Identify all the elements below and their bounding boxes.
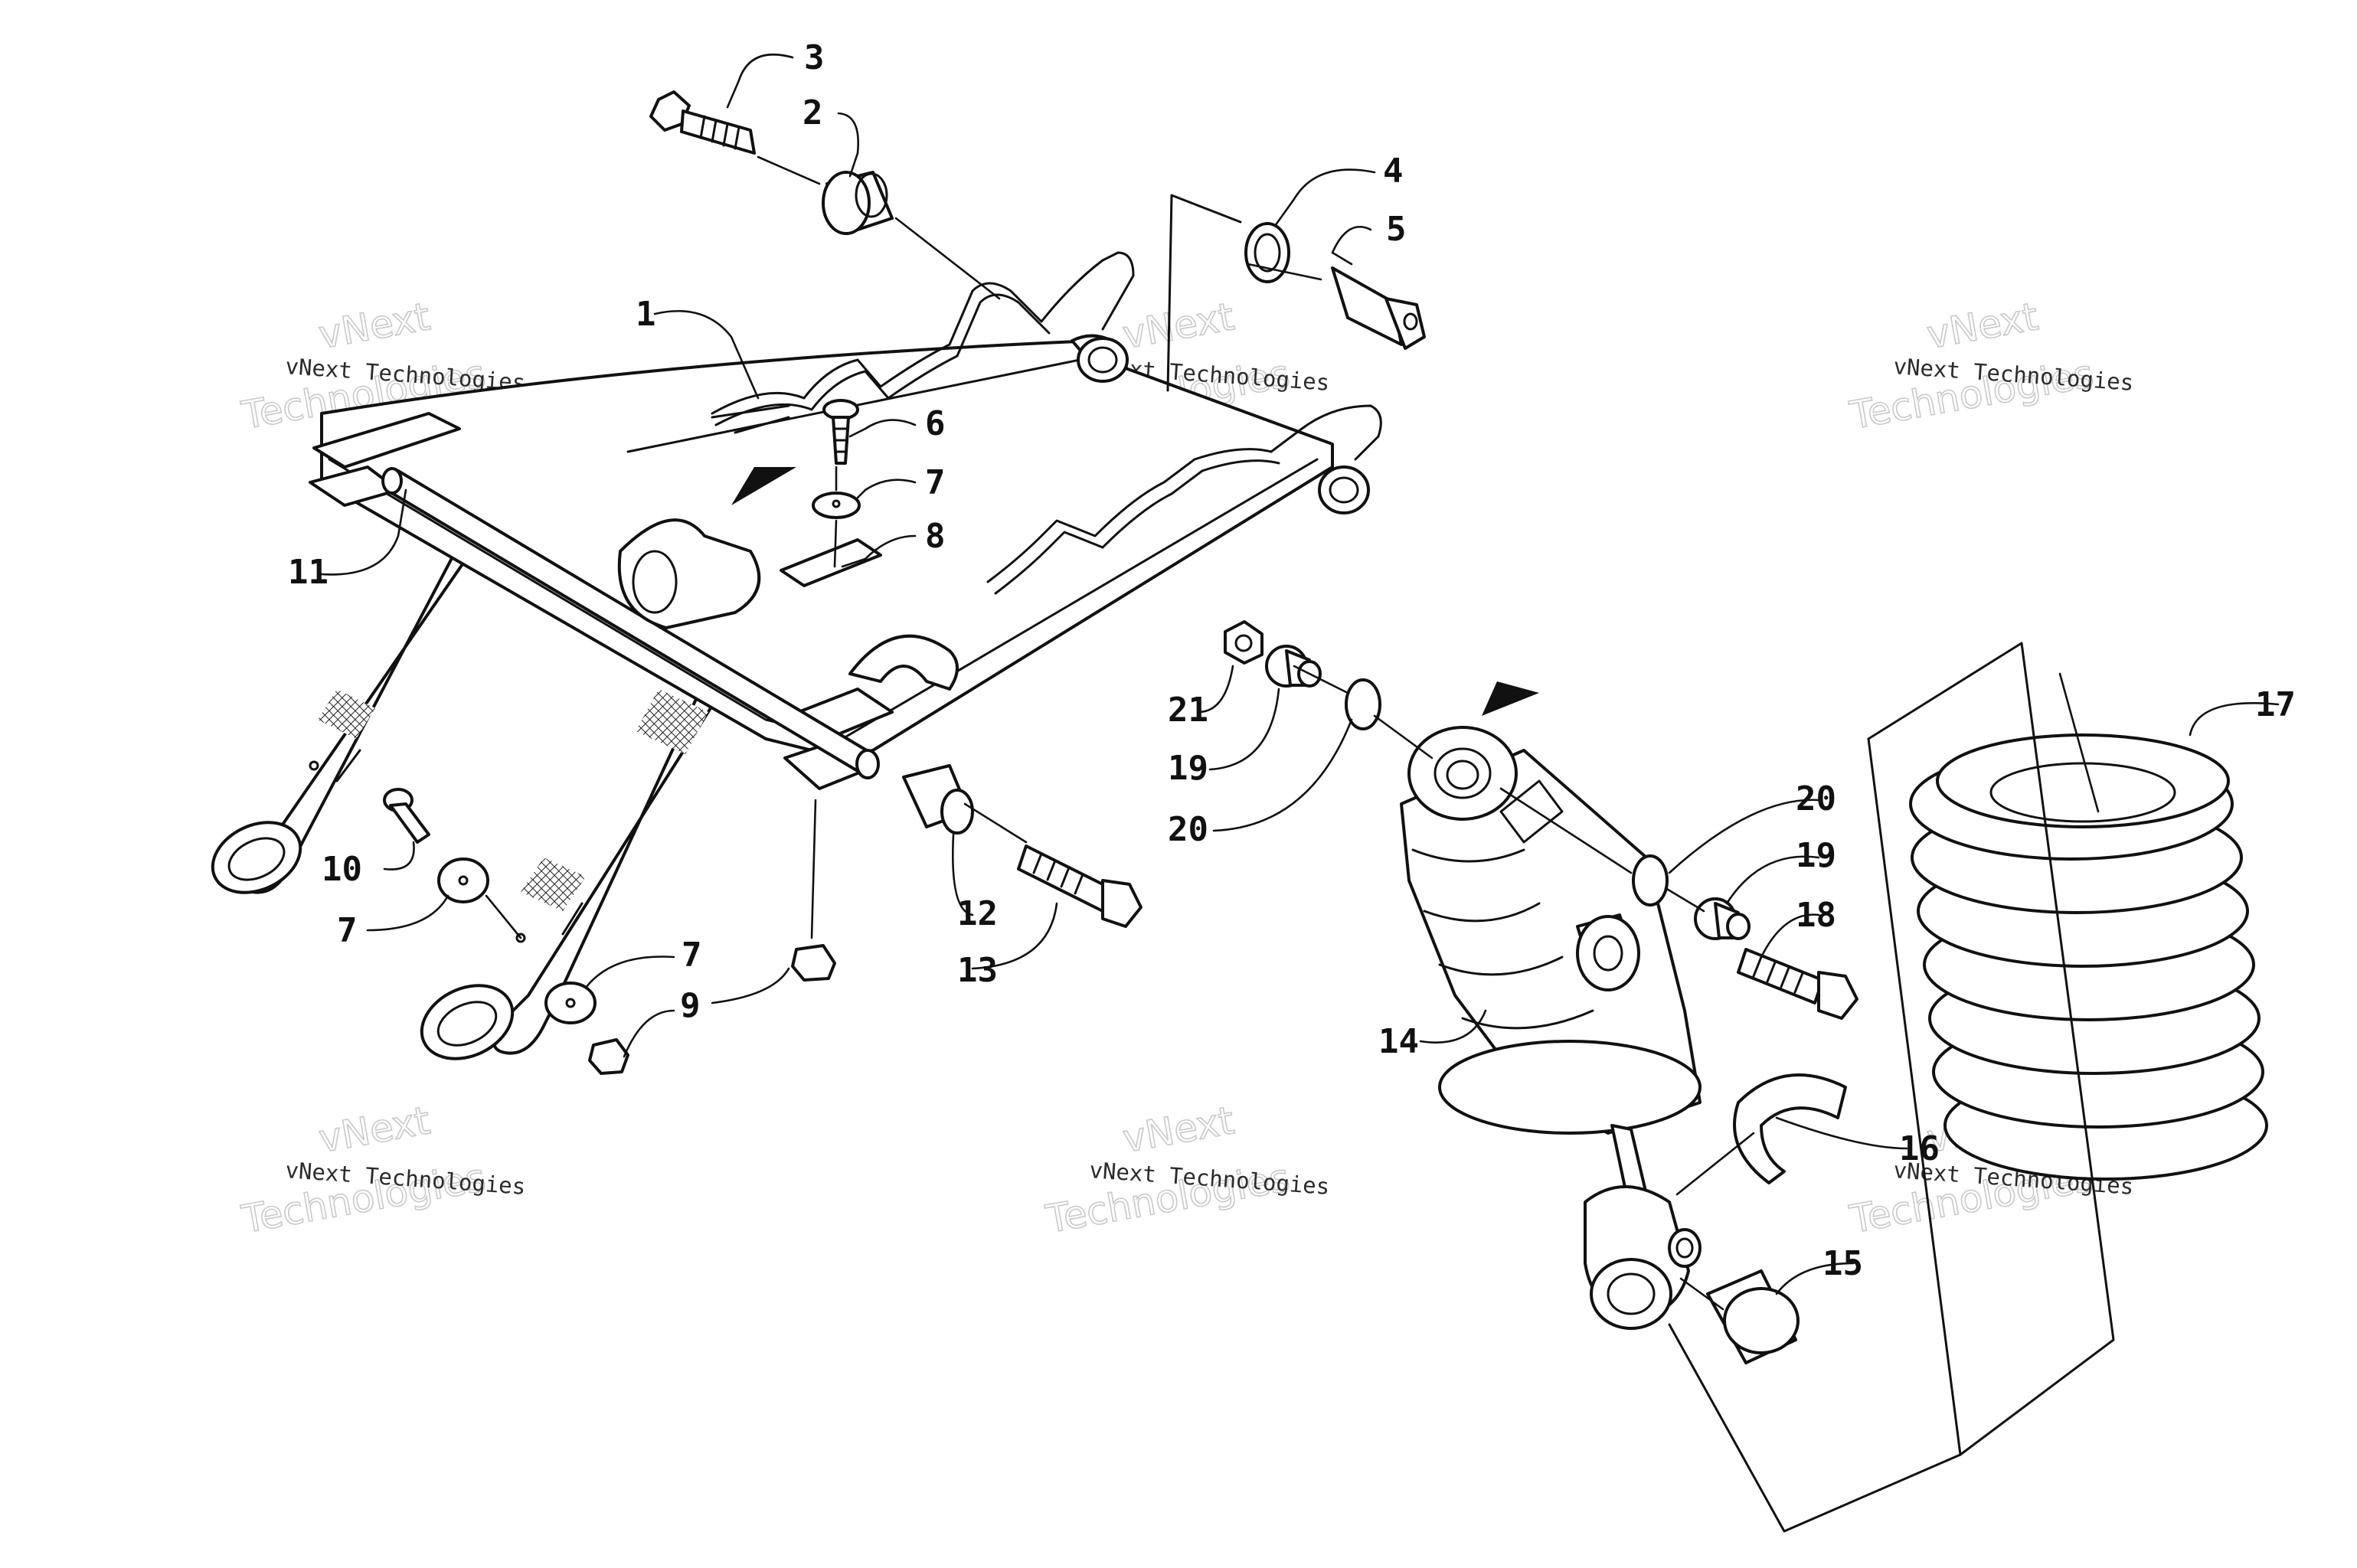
nut-9-right [791,944,836,982]
washer-7-top [812,492,861,519]
right-arm-eye [420,984,515,1060]
callout-1: 1 [636,295,656,334]
washer-4 [1244,222,1290,283]
bushing-15 [1706,1269,1800,1364]
watermark-bottom-left: vNext Technologies vNext Technologies [237,1098,526,1243]
bushing-19-right [1694,897,1751,940]
nut-21 [1224,620,1263,665]
right-arm-grip-bottom [521,858,586,911]
left-arm-eye [211,821,302,894]
callout-9: 9 [680,986,701,1025]
shock-mount-bracket [617,518,761,629]
callout-12: 12 [957,894,998,933]
callout-6: 6 [925,404,946,443]
collar-16 [1733,1073,1847,1184]
grouping-bracket-spring [1867,642,2115,1456]
front-clamp [848,634,959,691]
callout-7-top: 7 [925,463,946,502]
svg-text:vNext: vNext [1120,1098,1237,1161]
arrow-marker-right [1482,681,1539,716]
right-arm-grip-top [636,689,708,754]
grouping-bracket-top [1166,194,1242,392]
oring-20-left [1345,678,1381,730]
callout-18: 18 [1796,896,1836,935]
callout-19-left: 19 [1168,749,1208,788]
upper-rail [711,251,1135,415]
callout-11: 11 [288,553,329,592]
callout-19-right: 19 [1796,836,1836,875]
washer-7-left [437,858,489,903]
grouping-bracket-shock [1668,1323,1962,1533]
lower-rail [986,404,1382,583]
watermark-top-right: vNext Technologies vNext Technologies [1845,294,2134,439]
watermark-bottom-center: vNext Technologies vNext Technologies [1041,1098,1330,1243]
svg-text:vNext: vNext [1924,294,2042,357]
callout-3: 3 [804,38,825,77]
svg-text:vNext: vNext [315,294,433,357]
callout-7-left: 7 [337,911,358,950]
bolt-13 [1017,844,1143,928]
callout-20-left: 20 [1168,810,1208,849]
bolt-3 [649,90,756,155]
callout-labels: 1 2 3 4 5 6 7 7 7 8 9 10 11 12 13 14 15 … [288,38,2296,1283]
callout-16: 16 [1899,1129,1940,1168]
callout-2: 2 [803,93,823,132]
bushing-12 [902,764,974,835]
screw-6 [822,399,859,465]
callout-5: 5 [1386,210,1407,249]
leader-lines [320,54,2280,1311]
coil-spring [1909,733,2268,1181]
callout-10: 10 [322,850,362,889]
svg-text:vNext: vNext [1120,294,1237,357]
callout-7-right: 7 [682,936,702,975]
screw-10 [383,788,430,844]
bushing-2 [822,171,894,235]
callout-4: 4 [1383,152,1404,191]
callout-20-right: 20 [1796,779,1836,818]
callout-13: 13 [957,951,998,990]
shock-absorber [1400,726,1702,1330]
rear-arm-assembly [211,251,1382,1060]
rear-tube-end [1318,466,1370,514]
bolt-18 [1737,948,1858,1020]
callout-21: 21 [1168,691,1208,730]
center-plate [780,538,882,587]
washer-7-right [544,982,597,1024]
nut-9-left [588,1038,629,1075]
callout-17: 17 [2255,685,2296,724]
left-mount-plate [312,412,461,469]
callout-14: 14 [1378,1022,1419,1061]
bushing-5 [1331,266,1426,350]
callout-8: 8 [925,517,946,556]
svg-text:vNext: vNext [315,1098,433,1161]
callout-15: 15 [1823,1244,1863,1283]
left-arm-grip-bottom [318,689,375,739]
arrow-marker-left [731,467,796,505]
oring-20-right [1632,854,1669,906]
